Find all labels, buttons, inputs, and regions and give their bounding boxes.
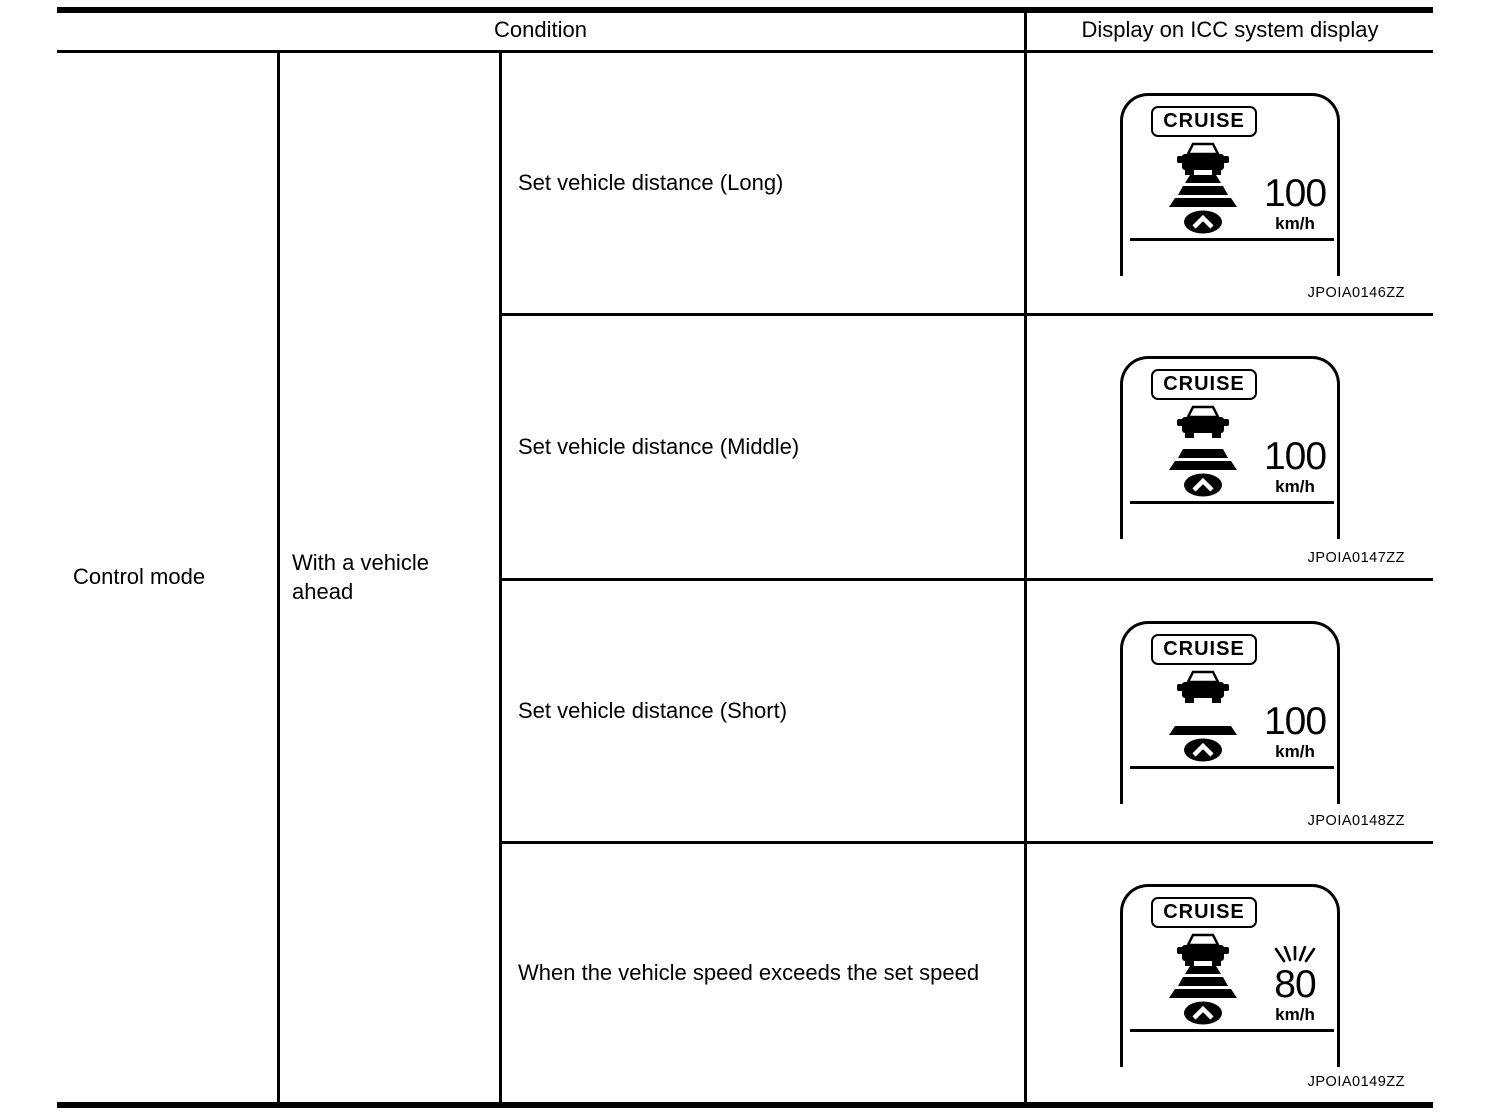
icc-display-cell-middle: CRUISE	[1027, 316, 1433, 578]
lead-car-icon	[1177, 142, 1229, 175]
icc-display-cell-overspeed: CRUISE	[1027, 844, 1433, 1102]
distance-bar-icon	[1169, 989, 1237, 998]
cell-control-mode: Control mode	[57, 53, 277, 1102]
row-divider-1	[500, 313, 1433, 316]
table-bottom-rule	[57, 1102, 1433, 1108]
set-speed-block: 100 km/h	[1259, 437, 1331, 497]
distance-bar-icon	[1185, 175, 1221, 183]
set-speed-block: 80 km/h	[1259, 946, 1331, 1025]
distance-bar-icon	[1169, 461, 1237, 470]
header-condition: Condition	[57, 10, 1024, 50]
figure-id: JPOIA0146ZZ	[1307, 285, 1405, 301]
col-divider-3	[1024, 10, 1027, 1105]
speed-unit: km/h	[1275, 742, 1315, 761]
speed-unit: km/h	[1275, 214, 1315, 233]
own-vehicle-icon	[1184, 738, 1222, 762]
table-top-rule	[57, 7, 1433, 13]
header-condition-label: Condition	[494, 16, 587, 42]
condition-row-2: Set vehicle distance (Middle)	[502, 316, 1024, 578]
header-display: Display on ICC system display	[1027, 10, 1433, 50]
row-divider-3	[500, 841, 1433, 844]
condition-row-3: Set vehicle distance (Short)	[502, 581, 1024, 841]
header-bottom-rule	[57, 50, 1433, 53]
set-speed-block: 100 km/h	[1259, 702, 1331, 762]
row-divider-2	[500, 578, 1433, 581]
condition-text: When the vehicle speed exceeds the set s…	[518, 959, 980, 985]
set-speed-value: 80	[1274, 963, 1316, 1006]
distance-bar-icon	[1169, 726, 1237, 735]
cruise-label: CRUISE	[1163, 373, 1245, 395]
figure-id: JPOIA0148ZZ	[1307, 813, 1405, 829]
distance-bars-long	[1151, 966, 1255, 998]
condition-row-1: Set vehicle distance (Long)	[502, 53, 1024, 313]
own-vehicle-icon	[1184, 1001, 1222, 1025]
cruise-label: CRUISE	[1163, 901, 1245, 923]
distance-bars-middle	[1151, 449, 1255, 470]
figure-id: JPOIA0149ZZ	[1307, 1074, 1405, 1090]
icc-display-frame: CRUISE	[1120, 884, 1340, 1067]
cruise-badge: CRUISE	[1151, 106, 1257, 137]
cruise-label: CRUISE	[1163, 110, 1245, 132]
cruise-badge: CRUISE	[1151, 634, 1257, 665]
vehicle-distance-symbol	[1151, 405, 1255, 497]
distance-bar-icon	[1169, 198, 1237, 207]
cruise-label: CRUISE	[1163, 638, 1245, 660]
icc-display-cell-short: CRUISE 100	[1027, 581, 1433, 841]
icc-display-frame: CRUISE	[1120, 356, 1340, 539]
condition-text: Set vehicle distance (Middle)	[518, 433, 800, 459]
lead-car-icon	[1177, 405, 1229, 438]
cell-with-vehicle-ahead: With a vehicle ahead	[277, 53, 499, 1102]
distance-bars-long	[1151, 175, 1255, 207]
blinking-rays-icon	[1274, 946, 1316, 963]
distance-bar-icon	[1185, 966, 1221, 974]
vehicle-distance-symbol	[1151, 670, 1255, 762]
vehicle-distance-symbol	[1151, 142, 1255, 234]
cruise-badge: CRUISE	[1151, 369, 1257, 400]
lead-car-icon	[1177, 670, 1229, 703]
header-display-label: Display on ICC system display	[1081, 16, 1379, 42]
distance-bar-icon	[1178, 977, 1228, 986]
vehicle-distance-symbol	[1151, 933, 1255, 1025]
cruise-badge: CRUISE	[1151, 897, 1257, 928]
set-speed-value: 100	[1263, 700, 1327, 743]
figure-id: JPOIA0147ZZ	[1307, 550, 1405, 566]
display-baseline	[1130, 1029, 1334, 1032]
lead-car-icon	[1177, 933, 1229, 966]
speed-unit: km/h	[1275, 477, 1315, 496]
display-baseline	[1130, 766, 1334, 769]
condition-row-4: When the vehicle speed exceeds the set s…	[502, 844, 1024, 1102]
speed-unit: km/h	[1275, 1005, 1315, 1024]
set-speed-block: 100 km/h	[1259, 174, 1331, 234]
icc-display-cell-long: CRUISE	[1027, 53, 1433, 313]
icc-display-frame: CRUISE 100	[1120, 621, 1340, 804]
display-baseline	[1130, 238, 1334, 241]
control-mode-label: Control mode	[73, 564, 206, 590]
col-divider-1	[277, 52, 280, 1105]
distance-bar-icon	[1178, 449, 1228, 458]
with-vehicle-ahead-label: With a vehicle ahead	[292, 549, 429, 604]
col-divider-2	[499, 52, 502, 1105]
condition-text: Set vehicle distance (Short)	[518, 697, 788, 723]
set-speed-value: 100	[1263, 172, 1327, 215]
distance-bar-icon	[1178, 186, 1228, 195]
set-speed-value: 100	[1263, 435, 1327, 478]
condition-text: Set vehicle distance (Long)	[518, 169, 784, 195]
display-baseline	[1130, 501, 1334, 504]
own-vehicle-icon	[1184, 210, 1222, 234]
distance-bars-short	[1151, 726, 1255, 735]
own-vehicle-icon	[1184, 473, 1222, 497]
icc-display-frame: CRUISE	[1120, 93, 1340, 276]
